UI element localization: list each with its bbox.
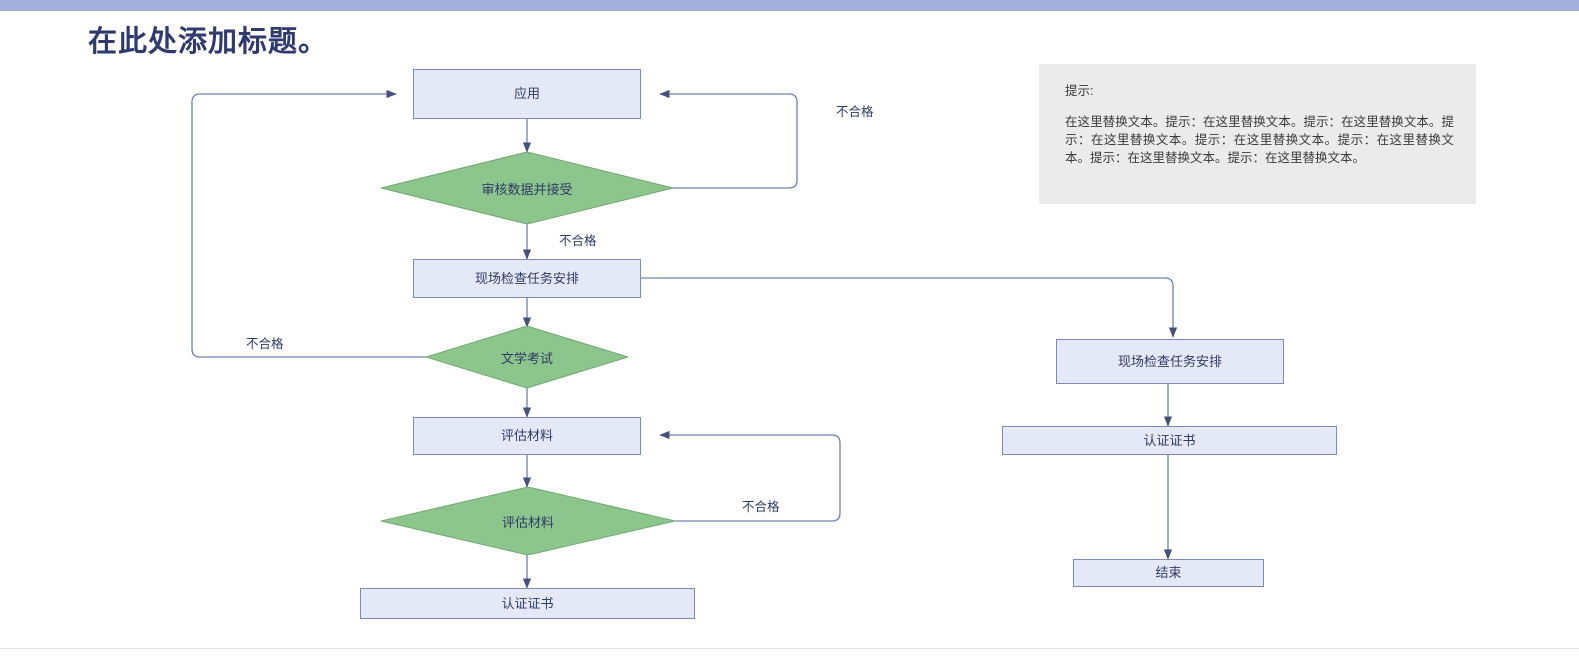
node-apply[interactable]: 应用 <box>413 69 641 119</box>
node-apply-label: 应用 <box>513 86 540 102</box>
node-evaluate-materials-decision[interactable]: 评估材料 <box>381 487 675 555</box>
node-certificate-left-label: 认证证书 <box>501 595 554 611</box>
diamond-shape <box>426 326 628 388</box>
node-review-decision[interactable]: 审核数据并接受 <box>381 152 673 224</box>
node-review-label: 审核数据并接受 <box>481 181 573 197</box>
node-end-label: 结束 <box>1155 565 1182 581</box>
tip-heading: 提示: <box>1065 84 1094 98</box>
edge-label-text: 不合格 <box>559 234 597 248</box>
node-certificate-left[interactable]: 认证证书 <box>360 588 695 619</box>
node-onsite-inspection-2[interactable]: 现场检查任务安排 <box>1056 339 1284 384</box>
bottom-divider <box>0 648 1579 649</box>
node-onsite-2-label: 现场检查任务安排 <box>1117 353 1222 369</box>
edge-label-evaluate-fail: 不合格 <box>742 496 780 515</box>
node-certificate-right-label: 认证证书 <box>1143 432 1196 448</box>
tip-panel: 提示: 在这里替换文本。提示：在这里替换文本。提示：在这里替换文本。提示：在这里… <box>1039 64 1476 204</box>
top-accent-bar <box>0 0 1579 11</box>
diamond-shape <box>381 152 673 224</box>
page-title: 在此处添加标题。 <box>88 26 329 58</box>
node-evaluate-materials-box[interactable]: 评估材料 <box>413 417 641 455</box>
node-literature-exam-label: 文学考试 <box>500 350 553 366</box>
node-certificate-right[interactable]: 认证证书 <box>1002 426 1337 455</box>
node-literature-exam-decision[interactable]: 文学考试 <box>426 326 628 388</box>
edge-label-review-fail-right: 不合格 <box>836 101 874 120</box>
node-evaluate-box-label: 评估材料 <box>500 428 553 444</box>
node-evaluate-decision-label: 评估材料 <box>501 514 554 530</box>
node-onsite-inspection-1[interactable]: 现场检查任务安排 <box>413 259 641 298</box>
edge-label-review-fail-down: 不合格 <box>559 230 597 249</box>
node-end[interactable]: 结束 <box>1073 559 1264 587</box>
edge-label-text: 不合格 <box>246 337 284 351</box>
edge-label-literature-fail: 不合格 <box>246 333 284 352</box>
edge-label-text: 不合格 <box>836 105 874 119</box>
tip-body-text: 在这里替换文本。提示：在这里替换文本。提示：在这里替换文本。提示：在这里替换文本… <box>1065 115 1454 166</box>
diamond-shape <box>381 487 675 555</box>
node-onsite-1-label: 现场检查任务安排 <box>474 270 579 286</box>
edge-label-text: 不合格 <box>742 500 780 514</box>
